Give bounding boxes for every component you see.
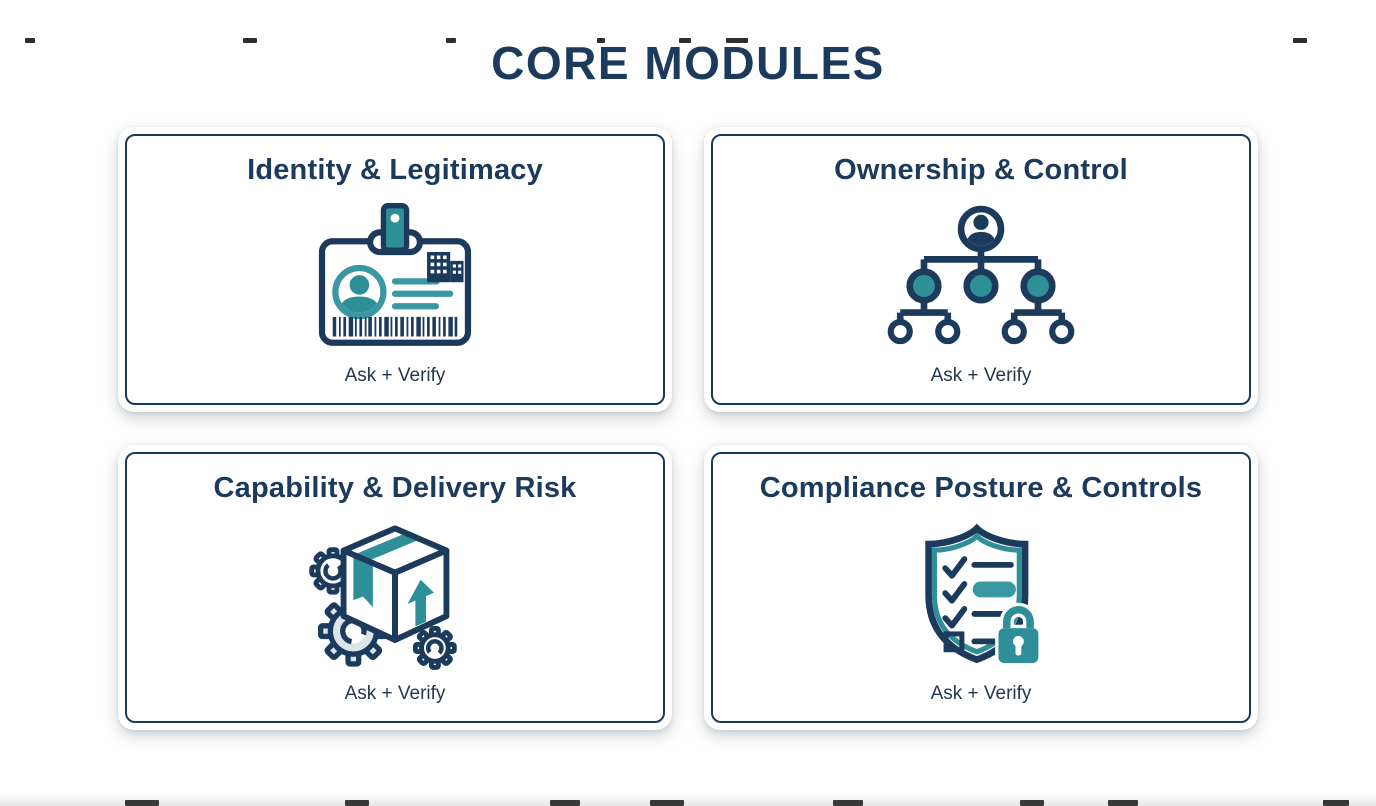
edge-mark (1020, 800, 1044, 806)
edge-mark (446, 38, 456, 43)
edge-mark (345, 800, 369, 806)
checklist (942, 555, 968, 629)
card-caption: Ask + Verify (344, 364, 446, 386)
edge-mark (243, 38, 257, 43)
gear-small-bottom (412, 626, 457, 670)
edge-mark (1323, 800, 1349, 806)
card-capability-delivery-risk: Capability & Delivery Risk (118, 444, 672, 730)
edge-mark (1108, 800, 1138, 806)
edge-mark (125, 800, 159, 806)
edge-mark (1293, 38, 1307, 43)
card-title: Identity & Legitimacy (247, 153, 543, 186)
card-caption: Ask + Verify (930, 682, 1032, 704)
card-identity-legitimacy: Identity & Legitimacy (118, 126, 672, 412)
edge-mark (25, 38, 35, 43)
card-ownership-control: Ownership & Control (704, 126, 1258, 412)
modules-grid: Identity & Legitimacy (118, 126, 1258, 730)
card-title: Ownership & Control (834, 153, 1128, 186)
card-caption: Ask + Verify (344, 682, 446, 704)
building-icon (427, 251, 464, 282)
shield-checklist-lock-icon (925, 523, 1042, 666)
edge-mark (679, 38, 691, 43)
barcode (332, 316, 458, 337)
edge-mark (550, 800, 580, 806)
edge-mark (726, 38, 748, 43)
page-title: CORE MODULES (491, 37, 885, 89)
bottom-shade-band (0, 794, 1376, 806)
padlock-icon (995, 602, 1042, 666)
package-gears-icon (309, 525, 457, 670)
edge-mark (833, 800, 863, 806)
edge-mark (597, 38, 605, 43)
id-badge-icon (318, 202, 472, 346)
package-box (340, 525, 450, 643)
card-title: Capability & Delivery Risk (213, 471, 577, 504)
org-chart-icon (887, 205, 1075, 344)
card-caption: Ask + Verify (930, 364, 1032, 386)
card-title: Compliance Posture & Controls (759, 471, 1203, 504)
edge-mark (650, 800, 684, 806)
card-compliance-posture-controls: Compliance Posture & Controls (704, 444, 1258, 730)
